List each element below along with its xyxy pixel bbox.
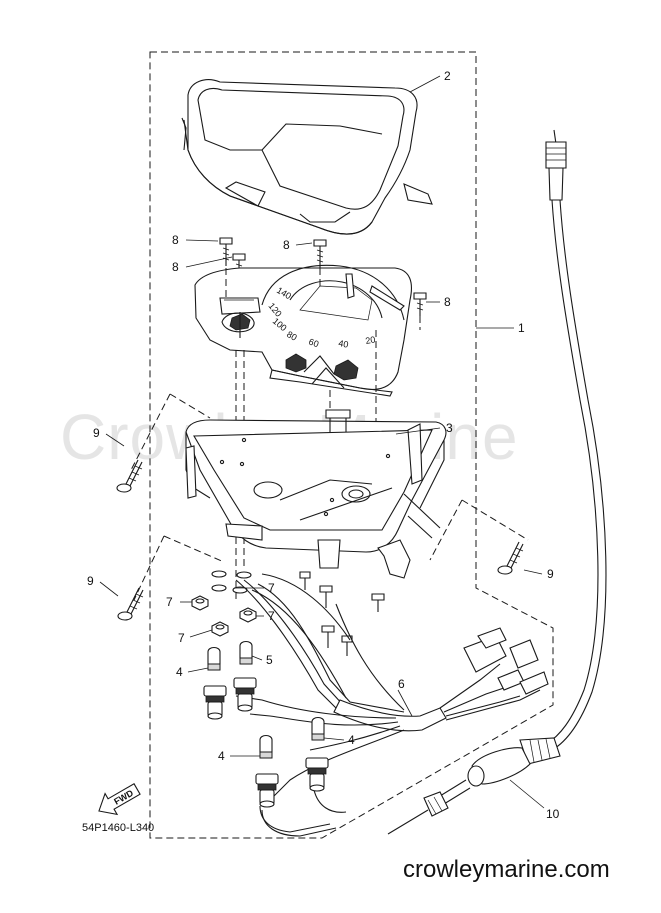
screw-9-right xyxy=(497,541,524,575)
screw-9-lower-left xyxy=(117,587,144,621)
washer-d xyxy=(236,571,252,579)
callout-9-a: 9 xyxy=(93,426,100,440)
callout-8-c: 8 xyxy=(283,238,290,252)
callout-4-c: 4 xyxy=(218,749,225,763)
leader-lines xyxy=(99,75,545,809)
callout-8-d: 8 xyxy=(444,295,451,309)
fwd-arrow: FWD xyxy=(98,783,141,816)
nut-7-b xyxy=(239,607,257,623)
callout-2: 2 xyxy=(444,69,451,83)
dial-number-80: 80 xyxy=(285,329,299,343)
callout-4-b: 4 xyxy=(348,733,355,747)
callout-5: 5 xyxy=(266,653,273,667)
meter-case xyxy=(185,409,447,579)
washer-b xyxy=(211,584,227,592)
callout-9-b: 9 xyxy=(87,574,94,588)
washer-a xyxy=(211,570,227,578)
callout-8-a: 8 xyxy=(172,233,179,247)
callout-7-b: 7 xyxy=(268,609,275,623)
bulb-socket-left-1 xyxy=(203,685,227,720)
speedometer-dial-plate: 140 120 100 80 60 40 20 xyxy=(194,264,413,397)
callout-7-c: 7 xyxy=(178,631,185,645)
screw-8-right xyxy=(413,292,427,316)
bulb-4-left xyxy=(207,646,221,671)
wire-harness xyxy=(235,573,549,837)
bulb-socket-lower-2 xyxy=(305,757,329,792)
callout-9-c: 9 xyxy=(547,567,554,581)
part-code: 54P1460-L340 xyxy=(82,822,155,834)
screw-8-center xyxy=(313,239,327,268)
nut-7-c xyxy=(211,621,229,637)
assembly-boundary xyxy=(149,51,554,839)
nut-7-a xyxy=(191,595,209,611)
dial-number-20: 20 xyxy=(365,334,377,346)
speedometer-cable xyxy=(387,129,607,835)
bulb-socket-lower-1 xyxy=(255,773,279,808)
bulb-5 xyxy=(239,640,253,665)
callout-7-a: 7 xyxy=(166,595,173,609)
callout-7-d: 7 xyxy=(268,581,275,595)
callout-3: 3 xyxy=(446,421,453,435)
screw-9-upper-left xyxy=(116,459,143,493)
bulb-4-lower xyxy=(259,734,273,759)
case-bolts xyxy=(299,571,385,656)
bulb-4-right xyxy=(311,716,325,741)
callout-4-a: 4 xyxy=(176,665,183,679)
dial-number-40: 40 xyxy=(338,338,350,350)
callout-10: 10 xyxy=(546,807,560,821)
meter-cover xyxy=(181,79,433,235)
callout-8-b: 8 xyxy=(172,260,179,274)
site-url: crowleymarine.com xyxy=(403,856,610,883)
callout-1: 1 xyxy=(518,321,525,335)
dial-number-60: 60 xyxy=(307,336,320,349)
screw-8-left-top xyxy=(219,237,233,266)
callout-6: 6 xyxy=(398,677,405,691)
bulb-socket-left-2 xyxy=(233,677,257,712)
